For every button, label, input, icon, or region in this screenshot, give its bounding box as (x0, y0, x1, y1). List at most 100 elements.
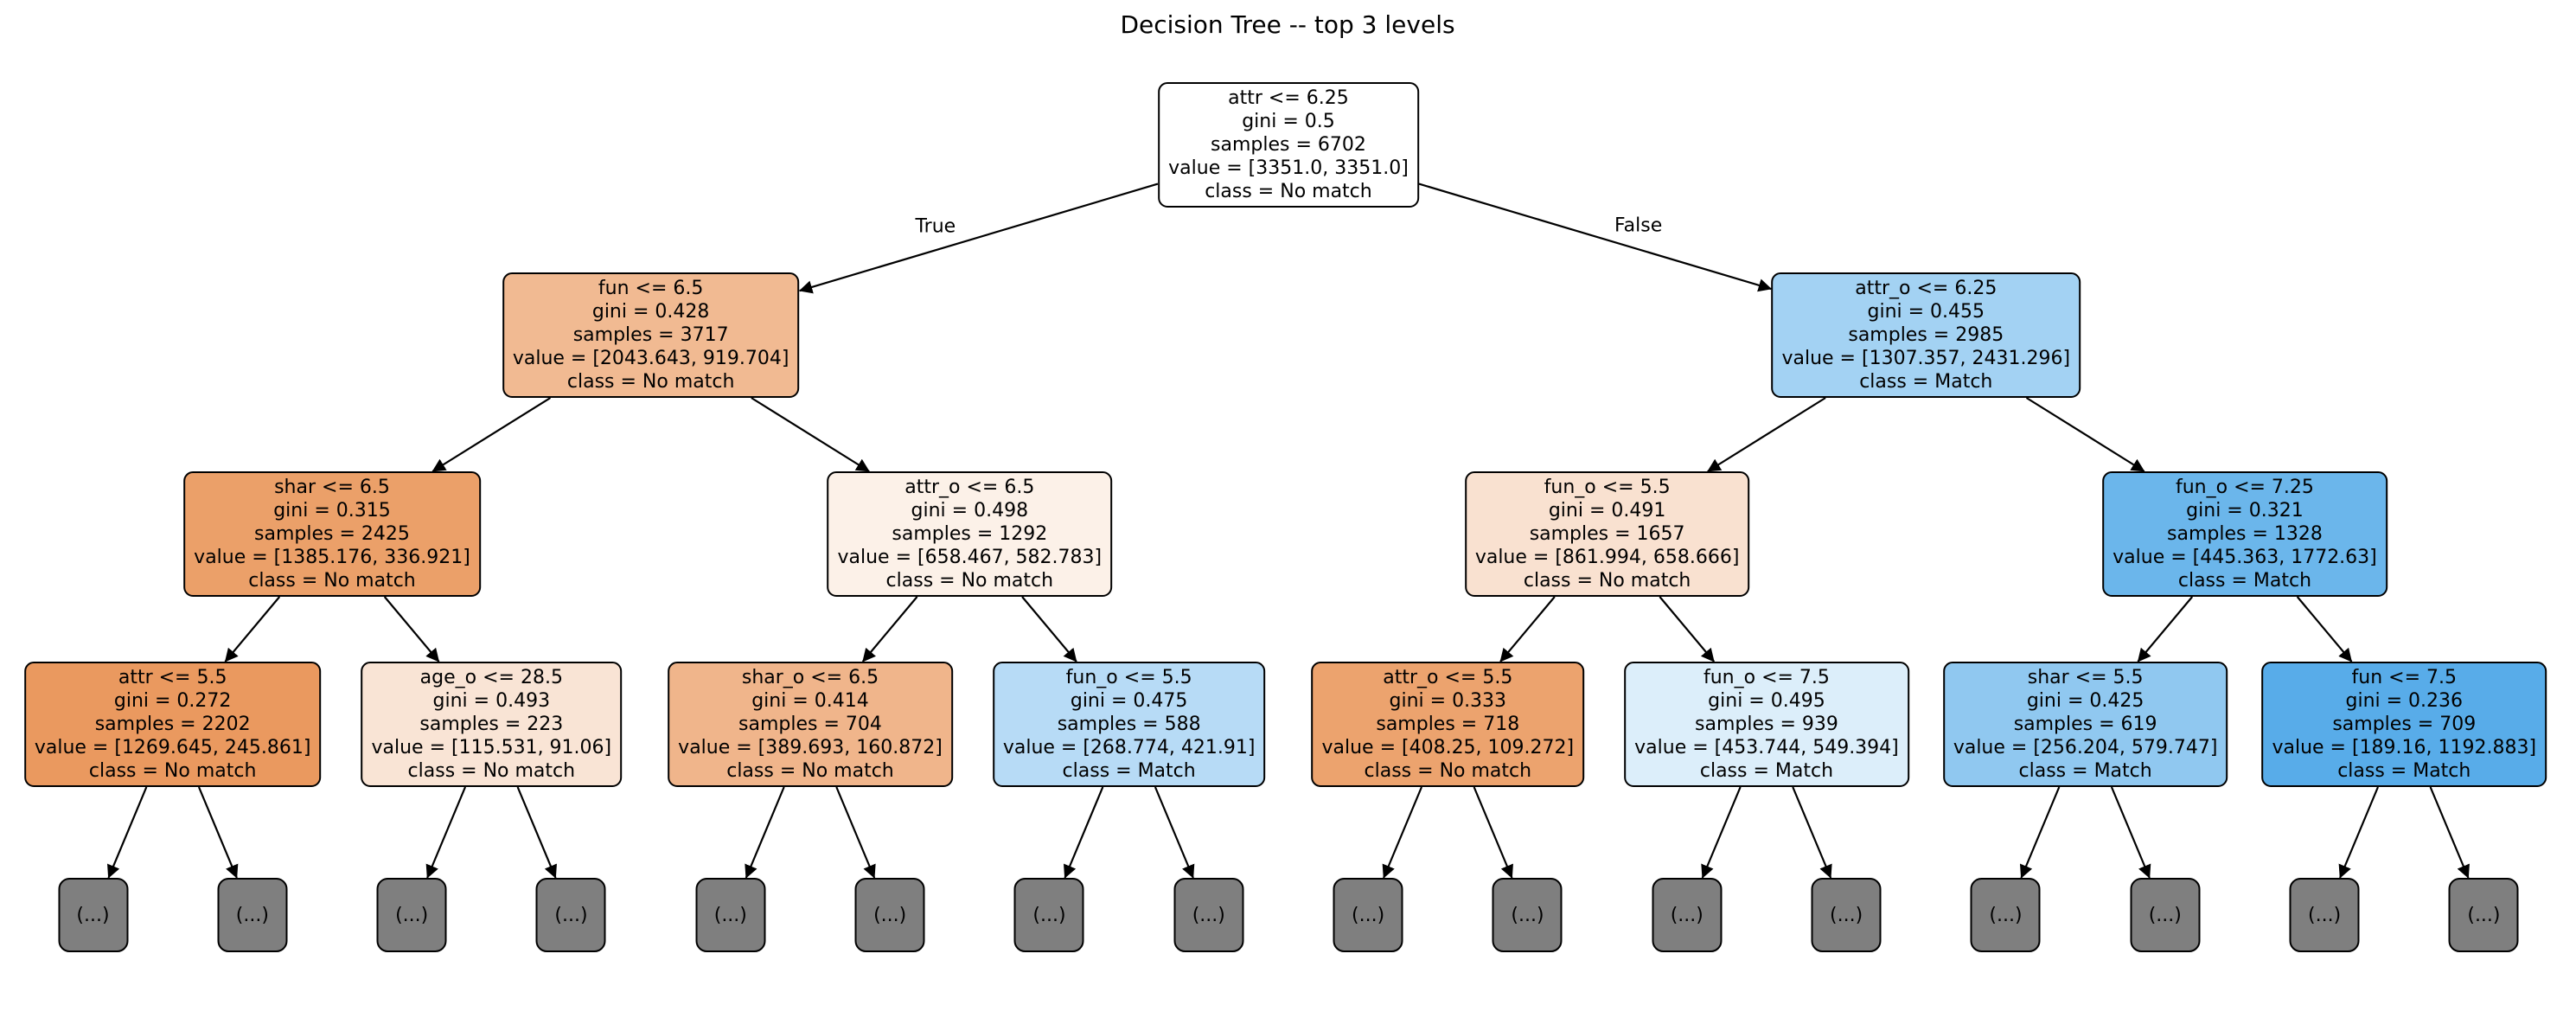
node-samples: samples = 704 (738, 714, 882, 735)
figure-title: Decision Tree -- top 3 levels (1120, 10, 1455, 39)
pruned-leaf-label: (...) (1192, 904, 1225, 926)
node-condition: attr <= 5.5 (118, 667, 227, 688)
pruned-leaf-node: (...) (1173, 878, 1244, 952)
node-samples: samples = 223 (419, 714, 564, 735)
node-value: value = [256.204, 579.747] (1953, 737, 2218, 758)
node-gini: gini = 0.272 (113, 690, 232, 712)
node-class: class = No match (407, 760, 576, 782)
tree-edge (835, 786, 876, 879)
pruned-leaf-node: (...) (217, 878, 288, 952)
node-value: value = [1269.645, 245.861] (34, 737, 311, 758)
pruned-leaf-label: (...) (235, 904, 269, 926)
node-gini: gini = 0.493 (432, 690, 551, 712)
node-gini: gini = 0.5 (1242, 111, 1335, 132)
tree-edge (2019, 786, 2061, 879)
node-class: class = Match (1699, 760, 1834, 782)
node-value: value = [389.693, 160.872] (678, 737, 943, 758)
node-samples: samples = 2425 (254, 523, 410, 545)
pruned-leaf-label: (...) (873, 904, 907, 926)
pruned-leaf-node: (...) (376, 878, 447, 952)
tree-edge (1473, 786, 1513, 879)
node-condition: shar <= 5.5 (2027, 667, 2144, 688)
node-samples: samples = 939 (1695, 714, 1838, 735)
node-value: value = [268.774, 421.91] (1002, 737, 1256, 758)
tree-edge (1154, 786, 1195, 879)
tree-edge (1499, 596, 1556, 662)
node-class: class = Match (1062, 760, 1196, 782)
node-condition: fun <= 7.5 (2351, 667, 2458, 688)
node-class: class = Match (2018, 760, 2152, 782)
node-samples: samples = 1657 (1529, 523, 1685, 545)
pruned-leaf-node: (...) (1652, 878, 1723, 952)
edge-label-false: False (1614, 214, 1663, 237)
node-condition: fun_o <= 5.5 (1065, 667, 1192, 688)
node-gini: gini = 0.495 (1708, 690, 1825, 712)
node-condition: fun_o <= 5.5 (1544, 477, 1671, 498)
pruned-leaf-label: (...) (1352, 904, 1385, 926)
tree-edge (2110, 786, 2151, 879)
node-condition: shar <= 6.5 (274, 477, 390, 498)
tree-edge (107, 786, 148, 879)
pruned-leaf-node: (...) (535, 878, 606, 952)
pruned-leaf-node: (...) (695, 878, 766, 952)
tree-edge (751, 397, 870, 472)
node-value: value = [861.994, 658.666] (1474, 547, 1740, 568)
tree-edge (2296, 596, 2353, 662)
node-gini: gini = 0.455 (1867, 301, 1985, 323)
pruned-leaf-label: (...) (1670, 904, 1703, 926)
node-gini: gini = 0.491 (1548, 500, 1666, 522)
node-value: value = [189.16, 1192.883] (2272, 737, 2537, 758)
node-gini: gini = 0.428 (591, 301, 710, 323)
node-class: class = No match (1364, 760, 1532, 782)
node-class: class = No match (885, 570, 1054, 592)
tree-edge (2137, 596, 2194, 662)
pruned-leaf-label: (...) (2148, 904, 2182, 926)
pruned-leaf-node: (...) (1013, 878, 1084, 952)
node-gini: gini = 0.321 (2186, 500, 2304, 522)
node-condition: fun_o <= 7.25 (2175, 477, 2314, 498)
pruned-leaf-label: (...) (554, 904, 588, 926)
node-value: value = [658.467, 582.783] (837, 547, 1103, 568)
pruned-leaf-label: (...) (1830, 904, 1863, 926)
pruned-leaf-label: (...) (2308, 904, 2342, 926)
node-class: class = No match (88, 760, 257, 782)
node-gini: gini = 0.315 (273, 500, 391, 522)
node-value: value = [115.531, 91.06] (371, 737, 612, 758)
node-condition: shar_o <= 6.5 (741, 667, 879, 688)
node-class: class = Match (2337, 760, 2471, 782)
pruned-leaf-node: (...) (1970, 878, 2041, 952)
node-class: class = No match (1523, 570, 1691, 592)
tree-edge (861, 596, 918, 662)
node-class: class = Match (1859, 371, 1993, 393)
tree-edge (1659, 596, 1716, 662)
tree-edge (1418, 182, 1773, 292)
tree-edge (1382, 786, 1423, 879)
node-condition: age_o <= 28.5 (419, 667, 563, 688)
node-value: value = [1307.357, 2431.296] (1781, 348, 2071, 369)
node-samples: samples = 2202 (94, 714, 251, 735)
node-value: value = [2043.643, 919.704] (512, 348, 789, 369)
tree-edge (2429, 786, 2470, 879)
pruned-leaf-label: (...) (76, 904, 110, 926)
tree-edge (1021, 596, 1077, 662)
tree-edge (197, 786, 239, 879)
node-condition: attr_o <= 6.5 (904, 477, 1035, 498)
pruned-leaf-node: (...) (58, 878, 128, 952)
node-value: value = [1385.176, 336.921] (194, 547, 470, 568)
tree-edge (1063, 786, 1104, 879)
node-condition: fun <= 6.5 (598, 278, 704, 299)
node-gini: gini = 0.333 (1389, 690, 1507, 712)
